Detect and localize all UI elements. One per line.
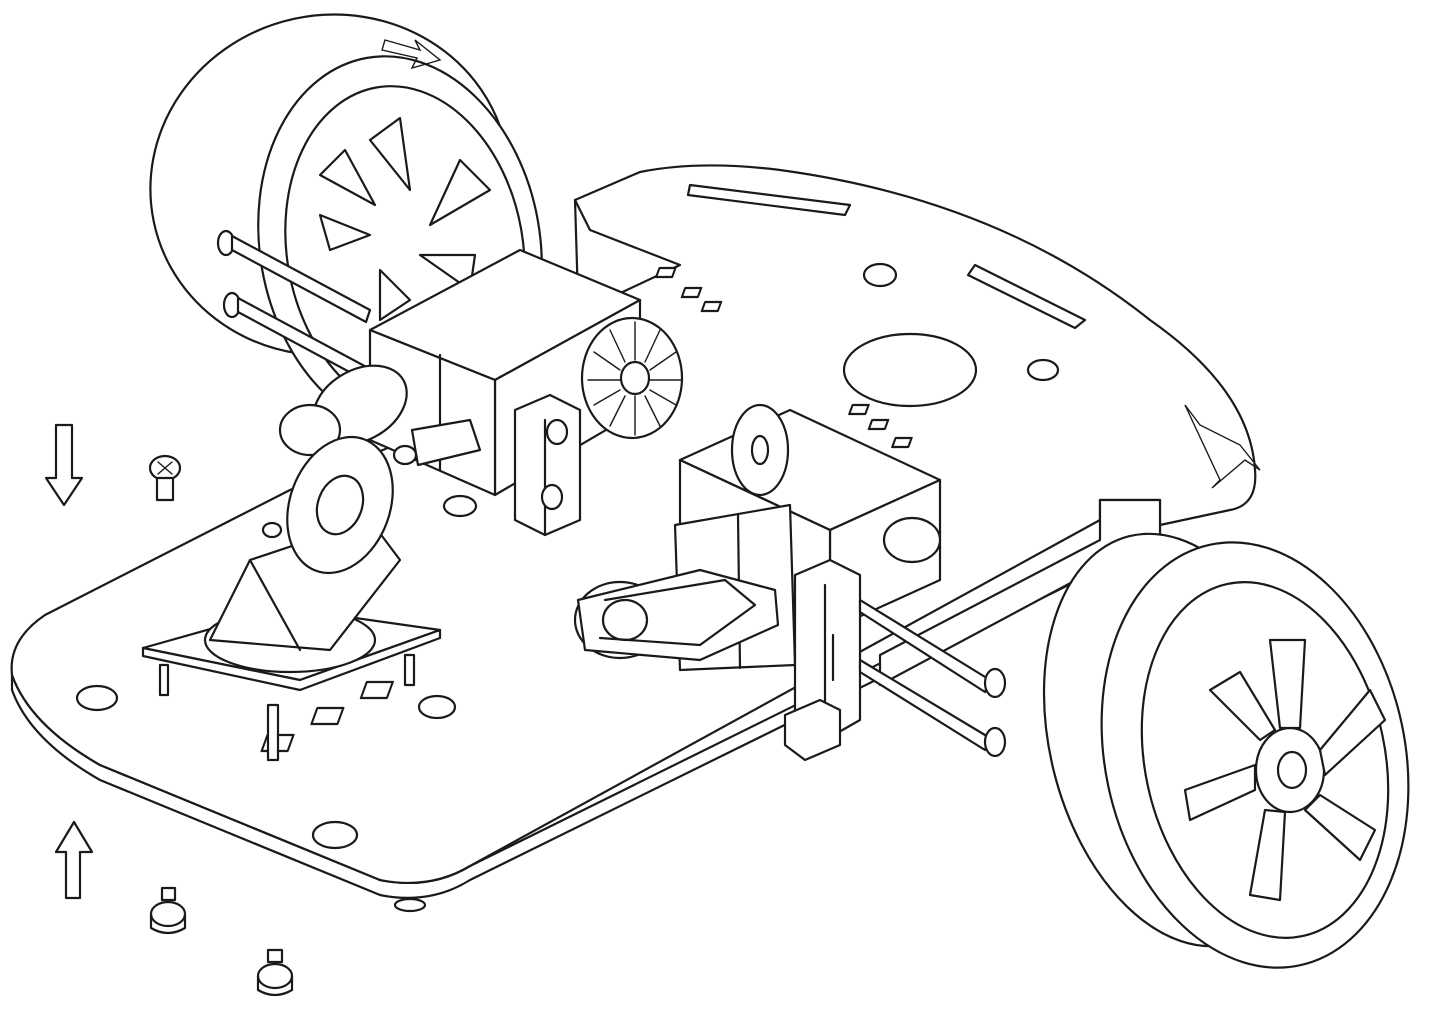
rotation-arrow-icon — [381, 39, 442, 70]
plate-hole — [1026, 358, 1060, 382]
caster-wheel — [141, 435, 442, 762]
arrow-up-icon — [54, 820, 94, 900]
front-right-wheel-spokes — [1183, 638, 1387, 902]
long-bolt-right-upper — [858, 598, 1007, 699]
small-screw-top — [148, 454, 182, 502]
small-screw-bottom-2 — [256, 948, 294, 997]
long-bolt-right-lower — [858, 658, 1007, 758]
arrow-down-icon — [44, 423, 84, 507]
plate-slot — [686, 183, 852, 217]
long-bolt-left-upper — [216, 229, 372, 324]
plate-hole — [75, 684, 119, 712]
small-screw-bottom-1 — [149, 886, 187, 935]
plate-standoff-screw — [393, 897, 427, 913]
plate-hole — [417, 694, 457, 720]
plate-hole — [311, 820, 359, 850]
plate-hole — [862, 262, 898, 288]
small-screw — [261, 521, 283, 539]
mounting-bracket-left — [513, 393, 582, 537]
plate-hole-large — [842, 332, 978, 408]
plate-hole — [442, 494, 478, 518]
clip-arrow-icon — [1184, 404, 1261, 489]
small-screw — [392, 444, 418, 466]
mounting-bracket-right — [783, 558, 862, 762]
plate-slot — [966, 263, 1087, 330]
encoder-disc — [580, 316, 684, 440]
front-right-wheel — [1042, 532, 1410, 969]
chassis-plate — [10, 164, 1261, 899]
right-gear-motor — [573, 403, 942, 672]
